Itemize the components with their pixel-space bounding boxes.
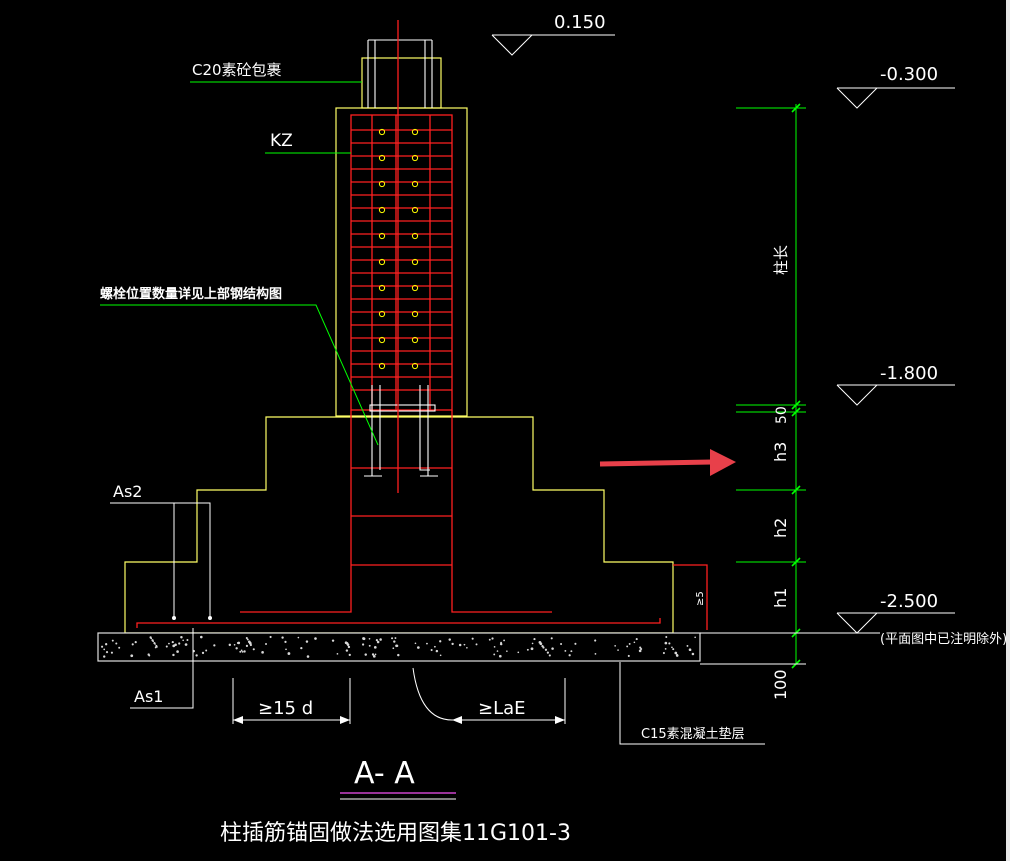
dim-h3-label: h3 — [771, 442, 790, 462]
highlight-arrow — [599, 449, 736, 476]
rebar-dot — [378, 232, 386, 240]
pedestal-outline — [124, 416, 674, 633]
elevation-top-label: 0.150 — [554, 12, 606, 33]
rebar-dot — [411, 128, 419, 136]
section-label: A- A — [354, 756, 415, 791]
rebar-dot — [378, 310, 386, 318]
rebar-cage — [136, 114, 708, 630]
elevation-m1800-label: -1.800 — [880, 363, 938, 384]
c20-label: C20素砼包裹 — [192, 61, 282, 79]
elevation-m0300-label: -0.300 — [880, 64, 938, 85]
dim-ticks — [791, 103, 801, 669]
rebar-dot — [411, 336, 419, 344]
kz-label: KZ — [270, 131, 293, 151]
as2-label: As2 — [113, 482, 142, 501]
dim-lae-label: ≥LaE — [478, 698, 526, 719]
rebar-dot — [411, 206, 419, 214]
rebar-dot — [411, 154, 419, 162]
rebar-dot — [378, 284, 386, 292]
dim-column-label: 柱长 — [772, 245, 790, 275]
rebar-dot — [378, 258, 386, 266]
arrow-heads — [172, 616, 565, 724]
right-anchor-bar — [451, 410, 552, 613]
dim-h2-label: h2 — [771, 518, 790, 538]
as1-label: As1 — [134, 687, 163, 706]
dim-50-label: 50 — [774, 406, 790, 424]
c20-wrap-outline — [361, 57, 442, 109]
rebar-dot — [378, 336, 386, 344]
dim-h1-label: h1 — [771, 588, 790, 608]
rebar-dot — [378, 180, 386, 188]
rebar-dot — [411, 258, 419, 266]
dim-small-label: ≥5 — [695, 591, 706, 606]
rebar-dot — [411, 180, 419, 188]
bolt-note-label: 螺栓位置数量详见上部钢结构图 — [100, 286, 282, 302]
rebar-dot — [378, 128, 386, 136]
column-cage-outline — [350, 114, 453, 411]
column-outline — [335, 107, 468, 417]
c15-label: C15素混凝土垫层 — [641, 726, 745, 742]
anchor-bolts — [364, 39, 438, 477]
rebar-dot — [411, 284, 419, 292]
dim-15d-label: ≥15 d — [258, 698, 313, 719]
elevation-m2500-label: -2.500 — [880, 591, 938, 612]
c15-cushion — [97, 632, 701, 662]
rebar-dots — [378, 128, 419, 370]
drawing-title: 柱插筋锚固做法选用图集11G101-3 — [220, 821, 571, 846]
elevation-note: (平面图中已注明除外) — [880, 632, 1007, 647]
concrete-outline — [124, 57, 674, 634]
bottom-mesh-bar — [136, 618, 661, 628]
rebar-dot — [378, 154, 386, 162]
rebar-dot — [411, 362, 419, 370]
rebar-dot — [378, 206, 386, 214]
rebar-dot — [378, 362, 386, 370]
annotation-lines — [110, 34, 955, 745]
left-anchor-bar — [240, 410, 352, 613]
leader-lines — [100, 81, 806, 665]
dim-100-label: 100 — [771, 669, 790, 700]
rebar-dot — [411, 310, 419, 318]
rebar-dot — [411, 232, 419, 240]
